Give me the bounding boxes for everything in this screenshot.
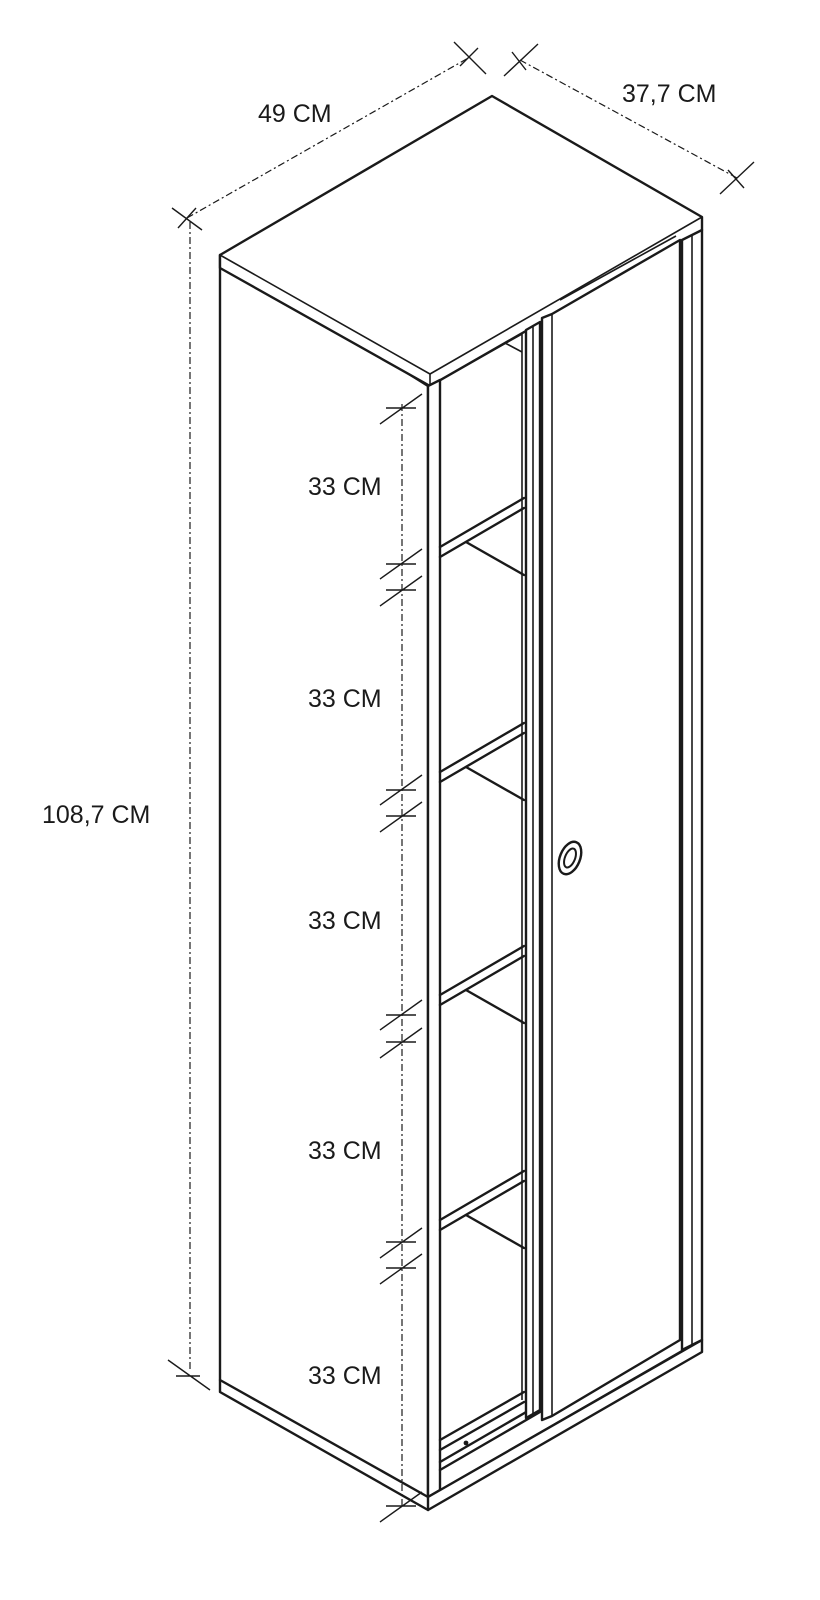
shelves <box>438 496 526 1250</box>
depth-label: 37,7 CM <box>622 80 716 108</box>
compartment-label-4: 33 CM <box>308 1137 382 1165</box>
dimension-lines <box>167 41 755 1523</box>
compartment-label-1: 33 CM <box>308 473 382 501</box>
side-panel <box>218 253 430 1499</box>
cabinet <box>218 94 704 1512</box>
shelf-4 <box>438 1169 526 1250</box>
height-label: 108,7 CM <box>42 801 150 829</box>
rail-screw <box>463 1440 469 1446</box>
compartment-label-5: 33 CM <box>308 1362 382 1390</box>
sliding-door <box>540 238 682 1422</box>
compartment-label-2: 33 CM <box>308 685 382 713</box>
depth-dimension-line <box>519 59 738 179</box>
width-dimension-line <box>186 56 471 219</box>
front-stile-left <box>426 378 442 1499</box>
door-handle <box>557 840 583 876</box>
shelf-2 <box>438 721 526 802</box>
shelf-1 <box>438 496 526 577</box>
dimension-labels: 49 CM 37,7 CM 108,7 CM 33 CM 33 CM 33 CM… <box>42 80 716 1390</box>
width-label: 49 CM <box>258 100 332 128</box>
shelf-3 <box>438 944 526 1025</box>
bottom-rail <box>438 1390 542 1472</box>
compartment-label-3: 33 CM <box>308 907 382 935</box>
